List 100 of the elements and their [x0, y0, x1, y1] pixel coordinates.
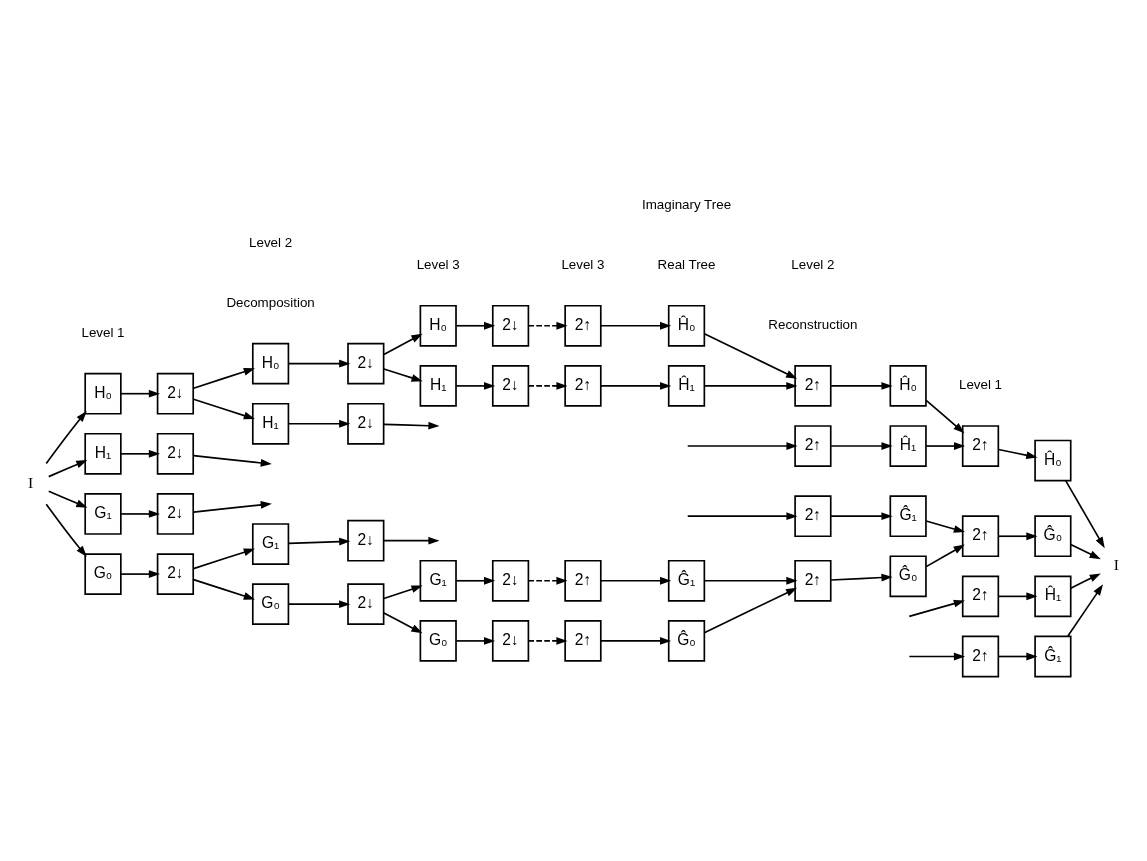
label: Real Tree — [657, 256, 716, 272]
arrow — [287, 419, 351, 428]
arrow — [383, 611, 423, 633]
arrow — [997, 531, 1038, 540]
arrow — [600, 381, 672, 390]
arrow — [192, 367, 255, 389]
arrow — [192, 500, 272, 513]
arrow — [1069, 572, 1101, 589]
node-box: 2↓ — [491, 559, 530, 602]
node-box: Ĝ₁ — [667, 559, 706, 602]
node-box: 2↑ — [961, 575, 1000, 617]
node-box: H₁ — [84, 432, 122, 475]
node-box: Ĝ₀ — [667, 619, 706, 662]
arrow — [120, 389, 160, 398]
node-box: G₁ — [251, 522, 290, 565]
arrow — [830, 381, 893, 390]
node-box: Ĥ₀ — [889, 364, 927, 407]
node-box: 2↓ — [491, 619, 530, 662]
node-box: G₁ — [419, 559, 457, 602]
node-box: H₀ — [84, 372, 122, 415]
arrow — [45, 502, 87, 557]
arrow — [192, 578, 255, 600]
arrow — [600, 321, 672, 330]
arrow — [287, 599, 351, 608]
arrow — [527, 321, 568, 330]
arrow — [527, 381, 568, 390]
node-box: 2↓ — [156, 552, 195, 595]
label: Decomposition — [226, 294, 315, 310]
node-box: 2↑ — [564, 304, 602, 347]
arrow — [703, 587, 798, 634]
arrow — [925, 519, 965, 533]
arrow — [192, 397, 255, 419]
label: Level 2 — [249, 234, 293, 250]
node-box: 2↓ — [491, 304, 530, 347]
arrow — [686, 441, 798, 450]
label: Level 1 — [81, 324, 125, 340]
arrow — [703, 381, 798, 390]
arrow — [455, 321, 496, 330]
node-box: 2↓ — [156, 432, 195, 475]
node-box: Ĥ₁ — [889, 424, 927, 467]
node-box: 2↓ — [156, 492, 195, 535]
arrow — [383, 367, 423, 382]
node-box: Ĥ₀ — [1034, 439, 1072, 481]
arrow — [830, 441, 893, 450]
node-box: 2↓ — [347, 402, 385, 445]
arrow — [600, 636, 672, 645]
node-box: Ĥ₀ — [667, 304, 706, 347]
arrow — [527, 636, 568, 645]
arrow — [455, 381, 496, 390]
label: Level 3 — [561, 256, 605, 272]
node-box: 2↓ — [491, 364, 530, 407]
arrow — [925, 441, 966, 450]
arrow — [120, 449, 160, 458]
node-box: 2↑ — [564, 559, 602, 602]
node-box: 2↑ — [961, 514, 1000, 557]
arrow — [455, 576, 496, 585]
arrow — [908, 599, 965, 617]
node-text: I — [28, 473, 34, 491]
label: Level 2 — [791, 256, 835, 272]
node-box: 2↑ — [961, 424, 1000, 467]
node-box: 2↑ — [564, 619, 602, 662]
arrow — [120, 509, 160, 518]
arrow — [383, 536, 440, 545]
node-box: 2↑ — [794, 424, 832, 467]
arrow — [1065, 479, 1105, 548]
arrow — [47, 459, 88, 477]
arrow — [703, 332, 798, 379]
arrow — [527, 576, 568, 585]
node-box: 2↑ — [961, 635, 1000, 677]
arrow — [686, 511, 798, 520]
node-box: H₀ — [251, 342, 290, 384]
arrow — [703, 576, 798, 585]
arrow — [383, 584, 423, 599]
arrow — [192, 547, 255, 569]
node-box: 2↑ — [794, 494, 832, 537]
arrow — [383, 333, 423, 355]
arrow — [997, 652, 1038, 660]
arrow — [830, 511, 893, 520]
arrow — [908, 652, 966, 660]
arrow — [1069, 543, 1101, 559]
node-box: 2↓ — [347, 519, 385, 562]
arrow — [925, 544, 965, 567]
arrow — [830, 573, 893, 581]
arrow — [45, 410, 87, 464]
arrow — [600, 576, 672, 585]
arrow — [383, 421, 440, 430]
node-box: G₀ — [419, 619, 457, 662]
node-text: I — [1113, 555, 1119, 573]
node-box: 2↑ — [794, 364, 832, 407]
node-box: 2↓ — [347, 582, 385, 625]
arrow — [287, 537, 351, 545]
label: Level 1 — [958, 376, 1003, 392]
arrow — [1067, 583, 1104, 637]
node-box: 2↑ — [564, 364, 602, 407]
node-box: 2↓ — [347, 342, 385, 384]
node-box: Ĝ₁ — [889, 494, 927, 537]
arrow — [997, 591, 1038, 600]
arrow — [287, 359, 351, 368]
label: Reconstruction — [768, 316, 858, 332]
label: Imaginary Tree — [641, 196, 732, 212]
